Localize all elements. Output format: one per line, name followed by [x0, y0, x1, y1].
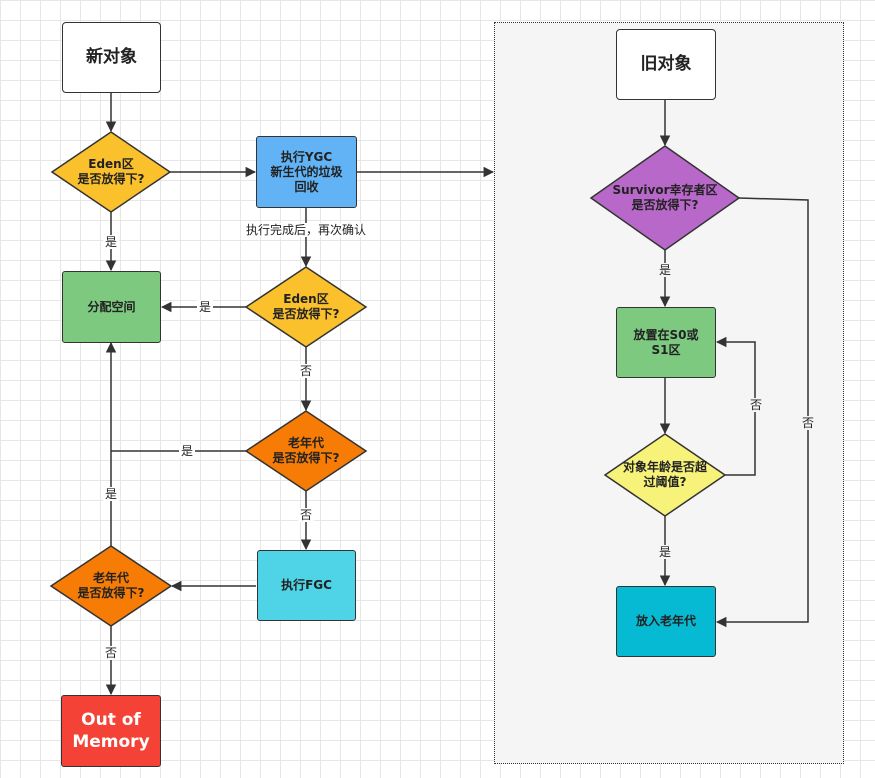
label-old2-no: 否	[102, 646, 120, 660]
label-old2-yes: 是	[102, 487, 120, 501]
node-age-check: 对象年龄是否超 过阈值?	[622, 460, 707, 489]
label-old1-yes: 是	[178, 444, 196, 458]
node-old-object: 旧对象	[616, 29, 716, 100]
node-fgc: 执行FGC	[257, 550, 356, 621]
node-allocate: 分配空间	[62, 271, 161, 343]
node-to-old-gen: 放入老年代	[616, 586, 716, 657]
label-survivor-no: 否	[799, 416, 817, 430]
label-old1-no: 否	[297, 508, 315, 522]
label-age-no: 否	[747, 398, 765, 412]
node-old-check-2: 老年代 是否放得下?	[77, 571, 145, 600]
label-eden1-yes: 是	[102, 235, 120, 249]
node-eden-check-1: Eden区 是否放得下?	[77, 157, 145, 186]
label-age-yes: 是	[656, 545, 674, 559]
node-survivor-check: Survivor幸存者区 是否放得下?	[612, 183, 718, 212]
node-eden-check-2: Eden区 是否放得下?	[272, 292, 340, 321]
label-survivor-yes: 是	[656, 263, 674, 277]
node-place-s0-s1: 放置在S0或 S1区	[616, 307, 716, 378]
label-after-ygc: 执行完成后，再次确认	[243, 223, 369, 237]
node-new-object: 新对象	[62, 22, 161, 93]
edge-survivor-no-to-oldgen	[715, 197, 809, 628]
node-oom: Out of Memory	[61, 695, 161, 767]
node-old-check-1: 老年代 是否放得下?	[272, 436, 340, 465]
node-ygc: 执行YGC 新生代的垃圾 回收	[256, 136, 357, 208]
label-eden2-no: 否	[297, 364, 315, 378]
label-eden2-yes: 是	[196, 300, 214, 314]
